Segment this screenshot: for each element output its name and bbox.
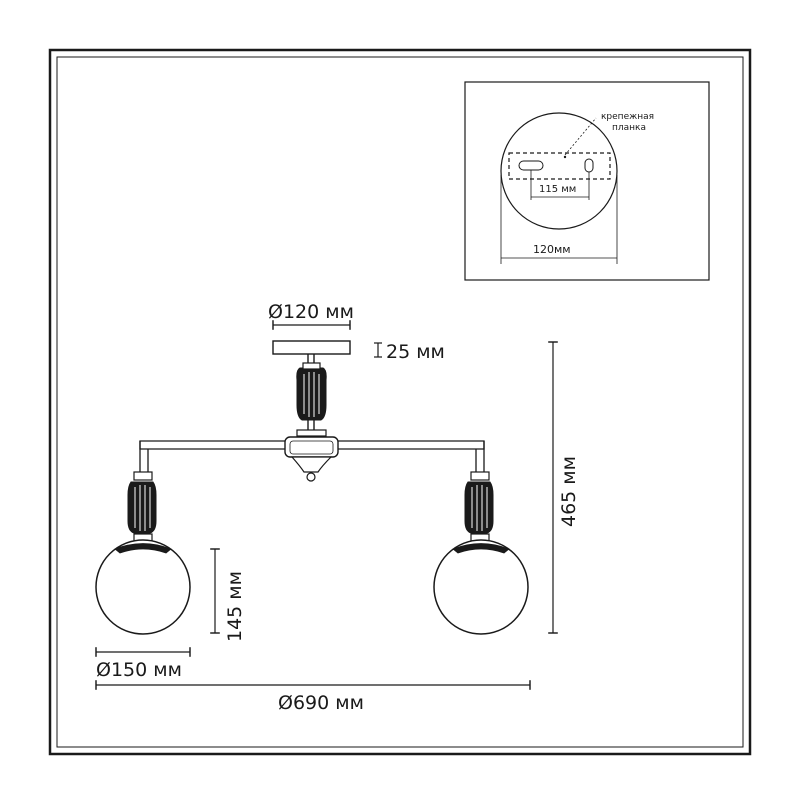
lamp-arms	[139, 440, 485, 472]
right-globe	[433, 539, 529, 635]
left-globe	[95, 539, 191, 635]
hole-spacing-label: 115 мм	[539, 184, 576, 195]
mounting-bracket	[508, 152, 611, 180]
canopy	[272, 340, 351, 355]
dimension-lines	[95, 320, 558, 690]
bracket-label-line1: крепежная	[601, 112, 654, 122]
bracket-slot-right	[584, 158, 594, 173]
mounting-plate-inset: крепежная планка 115 мм 120мм	[464, 81, 710, 281]
bracket-slot-left	[518, 160, 544, 171]
shade-diameter-label: Ø150 мм	[96, 659, 182, 681]
mounting-plate-circle	[500, 112, 618, 230]
left-socket	[127, 471, 157, 542]
plate-diameter-label: 120мм	[533, 243, 571, 256]
right-socket	[464, 471, 494, 542]
lamp-illustration	[95, 340, 529, 635]
central-hub	[284, 429, 339, 482]
drawing-frame	[48, 48, 752, 756]
canopy-height-label: 25 мм	[386, 341, 445, 363]
bracket-label-line2: планка	[612, 123, 646, 133]
upper-ribbed-body	[296, 362, 327, 421]
total-width-label: Ø690 мм	[278, 692, 364, 714]
total-height-label: 465 мм	[558, 456, 580, 527]
shade-height-label: 145 мм	[224, 571, 246, 642]
canopy-diameter-label: Ø120 мм	[268, 301, 354, 323]
